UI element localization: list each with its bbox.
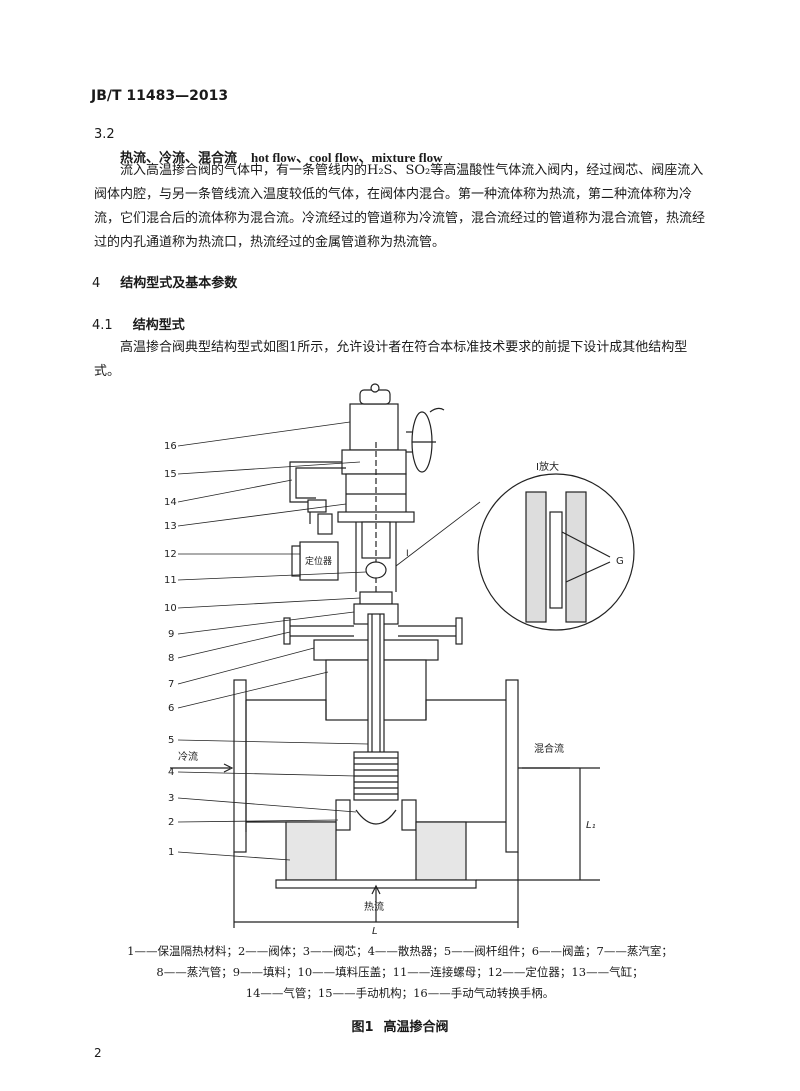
legend-line-1: 1——保温隔热材料；2——阀体；3——阀芯；4——散热器；5——阀杆组件；6——…	[127, 944, 673, 958]
figure-title: 高温掺合阀	[383, 1020, 449, 1035]
subsection-number: 4.1	[92, 318, 113, 333]
term-title: 热流、冷流、混合流 hot flow、cool flow、mixture flow	[120, 147, 443, 166]
part-number-1: 1	[168, 847, 174, 858]
legend-line-3: 14——气管；15——手动机构；16——手动气动转换手柄。	[245, 986, 555, 1000]
detail-title: I放大	[536, 460, 559, 473]
part-number-8: 8	[168, 653, 174, 664]
part-number-6: 6	[168, 703, 174, 714]
valve-drawing: 16 15 14 13 12 11 10 9 8 7 6 5 4 3 2 1 定…	[164, 383, 635, 937]
part-number-9: 9	[168, 629, 174, 640]
hot-flow-label: 热流	[364, 900, 384, 913]
part-number-15: 15	[164, 469, 177, 480]
detail-marker: I	[406, 549, 409, 559]
clause-number: 3.2	[94, 127, 115, 142]
packing-gland	[359, 591, 393, 605]
term-definition: 流入高温掺合阀的气体中，有一条管线内的H₂S、SO₂等高温酸性气体流入阀内，经过…	[94, 163, 706, 250]
part-number-2: 2	[168, 817, 174, 828]
part-number-13: 13	[164, 521, 177, 532]
valve-seat-right	[401, 799, 417, 831]
dimension-l1: L₁	[586, 820, 596, 831]
section-heading-4: 4 结构型式及基本参数	[92, 272, 237, 291]
mixed-flow-label: 混合流	[534, 742, 564, 755]
section-title: 结构型式及基本参数	[120, 276, 238, 291]
standard-code: JB/T 11483—2013	[91, 88, 229, 104]
part-number-16: 16	[164, 441, 177, 452]
part-number-14: 14	[164, 497, 177, 508]
part-number-12: 12	[164, 549, 177, 560]
left-flange	[233, 679, 247, 853]
detail-label-g: G	[616, 556, 624, 567]
part-number-3: 3	[168, 793, 174, 804]
term-title-en: hot flow、cool flow、mixture flow	[251, 150, 443, 165]
actuator-cylinder-top	[349, 403, 399, 451]
right-flange	[505, 679, 519, 853]
part-number-5: 5	[168, 735, 174, 746]
structure-paragraph: 高温掺合阀典型结构型式如图1所示，允许设计者在符合本标准技术要求的前提下设计成其…	[94, 340, 688, 379]
legend-line-2: 8——蒸汽管；9——填料；10——填料压盖；11——连接螺母；12——定位器；1…	[156, 965, 644, 979]
dimension-l: L	[372, 926, 378, 937]
section-number: 4	[92, 276, 101, 291]
cold-flow-label: 冷流	[178, 750, 198, 763]
figure-caption: 图1 高温掺合阀	[94, 1016, 706, 1035]
valve-plug	[355, 809, 397, 825]
figure-number: 图1	[351, 1020, 374, 1035]
radiator	[353, 751, 399, 801]
connecting-nut	[365, 561, 387, 579]
insulation-left	[285, 821, 337, 881]
valve-body-top-left	[234, 699, 327, 720]
part-number-11: 11	[164, 575, 177, 586]
part-number-4: 4	[168, 767, 174, 778]
positioner-label: 定位器	[305, 555, 332, 567]
valve-seat-left	[335, 799, 351, 831]
section-heading-4-1: 4.1 结构型式	[92, 314, 185, 333]
subsection-title: 结构型式	[132, 318, 185, 333]
term-title-cn: 热流、冷流、混合流	[120, 151, 238, 166]
part-number-10: 10	[164, 603, 177, 614]
page-number: 2	[94, 1046, 102, 1060]
air-pipe	[289, 461, 342, 524]
insulation-right	[415, 821, 467, 881]
part-number-7: 7	[168, 679, 174, 690]
